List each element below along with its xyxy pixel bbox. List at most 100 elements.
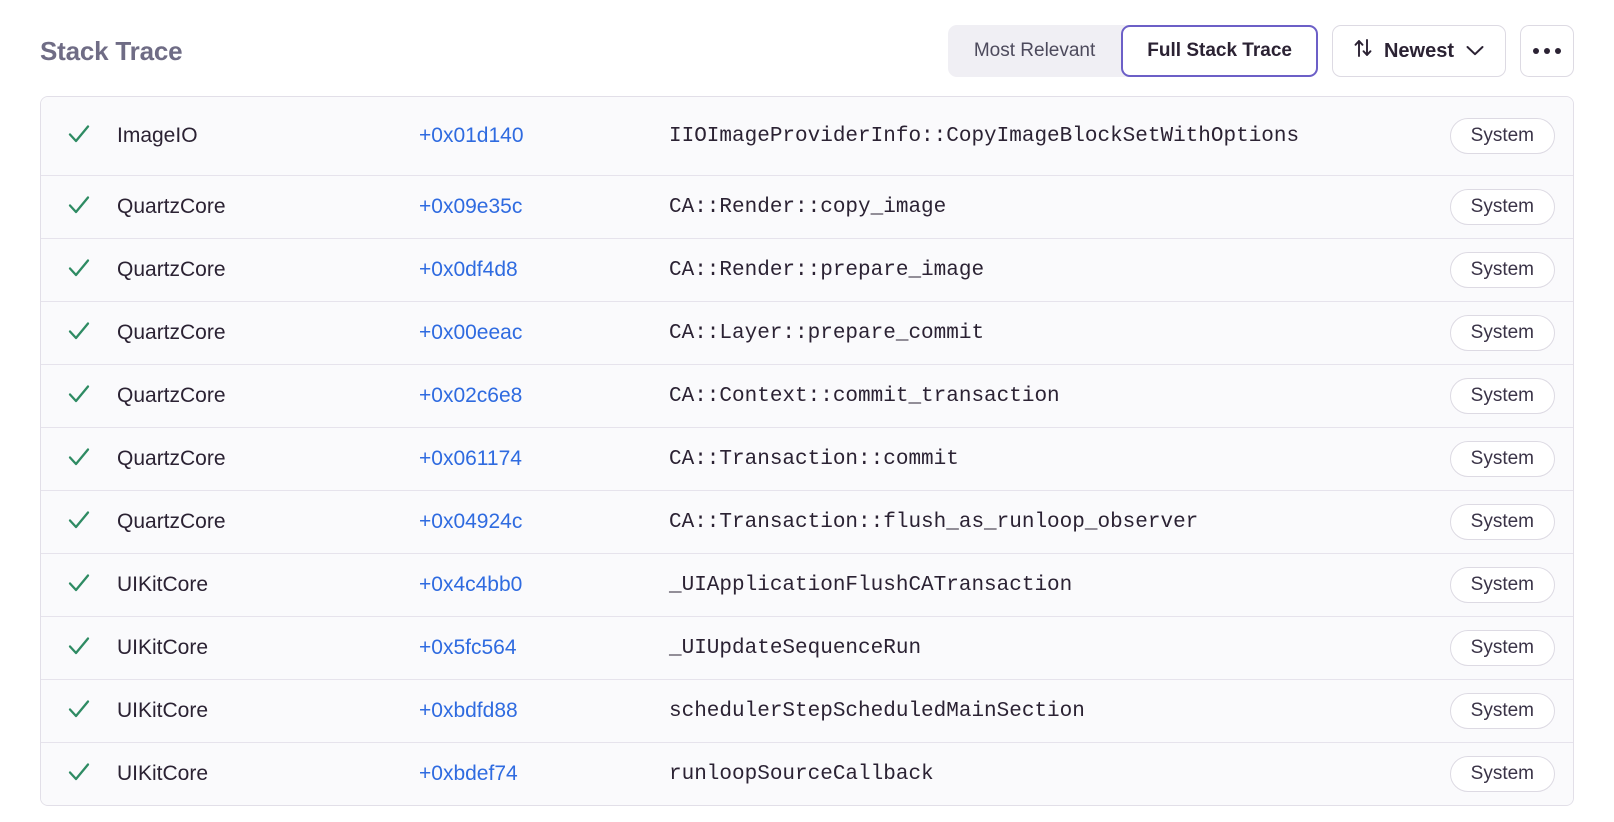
frame-offset-link[interactable]: +0x00eeac xyxy=(419,321,523,344)
frame-symbol: CA::Context::commit_transaction xyxy=(669,384,1060,408)
status-badge: System xyxy=(1449,252,1555,288)
stack-frames-table: ImageIO +0x01d140 IIOImageProviderInfo::… xyxy=(40,96,1574,806)
status-badge: System xyxy=(1449,441,1555,477)
frame-checkmark-cell xyxy=(41,428,117,490)
frame-symbol: CA::Render::copy_image xyxy=(669,195,947,219)
page-title: Stack Trace xyxy=(40,35,183,66)
checkmark-icon xyxy=(66,444,92,475)
checkmark-icon xyxy=(66,381,92,412)
frame-checkmark-cell xyxy=(41,617,117,679)
status-badge: System xyxy=(1449,189,1555,225)
frame-offset-link[interactable]: +0x0df4d8 xyxy=(419,258,518,281)
frame-symbol: CA::Transaction::flush_as_runloop_observ… xyxy=(669,510,1199,534)
frame-offset-link[interactable]: +0x5fc564 xyxy=(419,636,517,659)
frame-package: QuartzCore xyxy=(117,447,226,470)
frame-symbol: runloopSourceCallback xyxy=(669,762,934,786)
status-badge: System xyxy=(1449,756,1555,792)
sort-button[interactable]: Newest xyxy=(1331,25,1506,77)
view-mode-segmented-control[interactable]: Most Relevant Full Stack Trace xyxy=(947,25,1318,77)
table-row[interactable]: UIKitCore +0xbdfd88 schedulerStepSchedul… xyxy=(41,680,1573,743)
frame-badge-cell: System xyxy=(1405,176,1555,238)
status-badge: System xyxy=(1449,693,1555,729)
table-row[interactable]: QuartzCore +0x061174 CA::Transaction::co… xyxy=(41,428,1573,491)
table-row[interactable]: QuartzCore +0x00eeac CA::Layer::prepare_… xyxy=(41,302,1573,365)
frame-badge-cell: System xyxy=(1405,554,1555,616)
tab-full-stack-trace[interactable]: Full Stack Trace xyxy=(1121,25,1318,77)
status-badge: System xyxy=(1449,315,1555,351)
checkmark-icon xyxy=(66,121,92,152)
frame-offset-link[interactable]: +0xbdef74 xyxy=(419,762,518,785)
frame-offset-link[interactable]: +0x04924c xyxy=(419,510,523,533)
frame-checkmark-cell xyxy=(41,680,117,742)
more-options-button[interactable] xyxy=(1520,25,1574,77)
frame-checkmark-cell xyxy=(41,554,117,616)
frame-badge-cell: System xyxy=(1405,239,1555,301)
frame-symbol: _UIUpdateSequenceRun xyxy=(669,636,922,660)
frame-offset-link[interactable]: +0xbdfd88 xyxy=(419,699,518,722)
checkmark-icon xyxy=(66,696,92,727)
frame-offset-link[interactable]: +0x01d140 xyxy=(419,124,524,147)
frame-offset-link[interactable]: +0x09e35c xyxy=(419,195,523,218)
frame-package: QuartzCore xyxy=(117,384,226,407)
status-badge: System xyxy=(1449,504,1555,540)
frame-checkmark-cell xyxy=(41,743,117,805)
frame-badge-cell: System xyxy=(1405,680,1555,742)
stack-trace-header: Stack Trace Most Relevant Full Stack Tra… xyxy=(40,0,1574,96)
table-row[interactable]: ImageIO +0x01d140 IIOImageProviderInfo::… xyxy=(41,97,1573,176)
checkmark-icon xyxy=(66,759,92,790)
checkmark-icon xyxy=(66,192,92,223)
frame-badge-cell: System xyxy=(1405,97,1555,175)
status-badge: System xyxy=(1449,630,1555,666)
frame-symbol: _UIApplicationFlushCATransaction xyxy=(669,573,1073,597)
checkmark-icon xyxy=(66,570,92,601)
frame-checkmark-cell xyxy=(41,491,117,553)
frame-checkmark-cell xyxy=(41,97,117,175)
frame-package: UIKitCore xyxy=(117,762,209,785)
frame-package: UIKitCore xyxy=(117,573,209,596)
frame-symbol: schedulerStepScheduledMainSection xyxy=(669,699,1085,723)
frame-offset-link[interactable]: +0x061174 xyxy=(419,447,522,470)
frame-package: UIKitCore xyxy=(117,636,209,659)
sort-button-label: Newest xyxy=(1383,39,1454,62)
status-badge: System xyxy=(1449,567,1555,603)
frame-package: UIKitCore xyxy=(117,699,209,722)
frame-badge-cell: System xyxy=(1405,491,1555,553)
frame-symbol: CA::Transaction::commit xyxy=(669,447,959,471)
frame-checkmark-cell xyxy=(41,176,117,238)
frame-badge-cell: System xyxy=(1405,617,1555,679)
table-row[interactable]: UIKitCore +0xbdef74 runloopSourceCallbac… xyxy=(41,743,1573,805)
frame-package: QuartzCore xyxy=(117,195,226,218)
table-row[interactable]: UIKitCore +0x5fc564 _UIUpdateSequenceRun… xyxy=(41,617,1573,680)
frame-offset-link[interactable]: +0x4c4bb0 xyxy=(419,573,523,596)
table-row[interactable]: QuartzCore +0x0df4d8 CA::Render::prepare… xyxy=(41,239,1573,302)
frame-symbol: IIOImageProviderInfo::CopyImageBlockSetW… xyxy=(669,124,1300,148)
chevron-down-icon xyxy=(1465,40,1485,63)
status-badge: System xyxy=(1449,378,1555,414)
frame-checkmark-cell xyxy=(41,365,117,427)
sort-arrows-icon xyxy=(1353,37,1373,65)
frame-package: QuartzCore xyxy=(117,510,226,533)
status-badge: System xyxy=(1449,118,1555,154)
table-row[interactable]: UIKitCore +0x4c4bb0 _UIApplicationFlushC… xyxy=(41,554,1573,617)
frame-package: QuartzCore xyxy=(117,258,226,281)
frame-badge-cell: System xyxy=(1405,743,1555,805)
checkmark-icon xyxy=(66,255,92,286)
frame-package: QuartzCore xyxy=(117,321,226,344)
frame-checkmark-cell xyxy=(41,302,117,364)
checkmark-icon xyxy=(66,633,92,664)
checkmark-icon xyxy=(66,507,92,538)
frame-badge-cell: System xyxy=(1405,428,1555,490)
checkmark-icon xyxy=(66,318,92,349)
tab-most-relevant[interactable]: Most Relevant xyxy=(973,40,1096,61)
table-row[interactable]: QuartzCore +0x04924c CA::Transaction::fl… xyxy=(41,491,1573,554)
frame-symbol: CA::Render::prepare_image xyxy=(669,258,985,282)
table-row[interactable]: QuartzCore +0x02c6e8 CA::Context::commit… xyxy=(41,365,1573,428)
frame-package: ImageIO xyxy=(117,124,198,147)
table-row[interactable]: QuartzCore +0x09e35c CA::Render::copy_im… xyxy=(41,176,1573,239)
frame-offset-link[interactable]: +0x02c6e8 xyxy=(419,384,523,407)
ellipsis-icon xyxy=(1533,48,1561,54)
frame-badge-cell: System xyxy=(1405,302,1555,364)
frame-symbol: CA::Layer::prepare_commit xyxy=(669,321,985,345)
header-controls: Most Relevant Full Stack Trace Newest xyxy=(947,25,1574,77)
